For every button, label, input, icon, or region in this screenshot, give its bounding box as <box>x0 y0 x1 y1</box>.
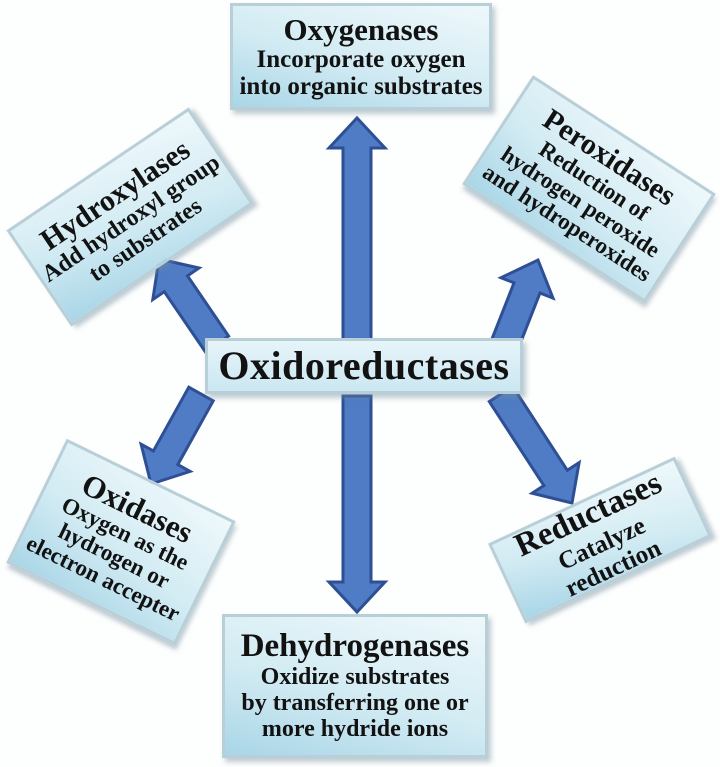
oxygenases-title: Oxygenases <box>283 11 439 47</box>
dehydrogenases-line-1: Oxidize substrates <box>260 663 450 690</box>
arrow-down-right-icon <box>487 384 582 505</box>
oxygenases-line-1: Incorporate oxygen <box>256 46 466 74</box>
dehydrogenases-line-3: more hydride ions <box>261 715 449 742</box>
node-oxygenases: Oxygenases Incorporate oxygen into organ… <box>230 3 492 110</box>
arrow-up-icon <box>325 115 389 342</box>
arrow-down-left-icon <box>138 385 216 486</box>
node-dehydrogenases: Dehydrogenases Oxidize substrates by tra… <box>222 614 488 758</box>
oxygenases-line-2: into organic substrates <box>239 73 483 101</box>
arrow-up-left-icon <box>150 257 231 354</box>
center-title: Oxidoreductases <box>218 343 510 389</box>
dehydrogenases-line-2: by transferring one or <box>241 689 469 716</box>
arrow-up-right-icon <box>490 257 556 352</box>
dehydrogenases-title: Dehydrogenases <box>240 628 470 665</box>
node-oxidoreductases: Oxidoreductases <box>205 338 523 394</box>
dehydrogenases-description: Oxidize substrates by transferring one o… <box>241 663 469 743</box>
oxygenases-description: Incorporate oxygen into organic substrat… <box>239 46 482 100</box>
arrow-down-icon <box>325 394 389 615</box>
